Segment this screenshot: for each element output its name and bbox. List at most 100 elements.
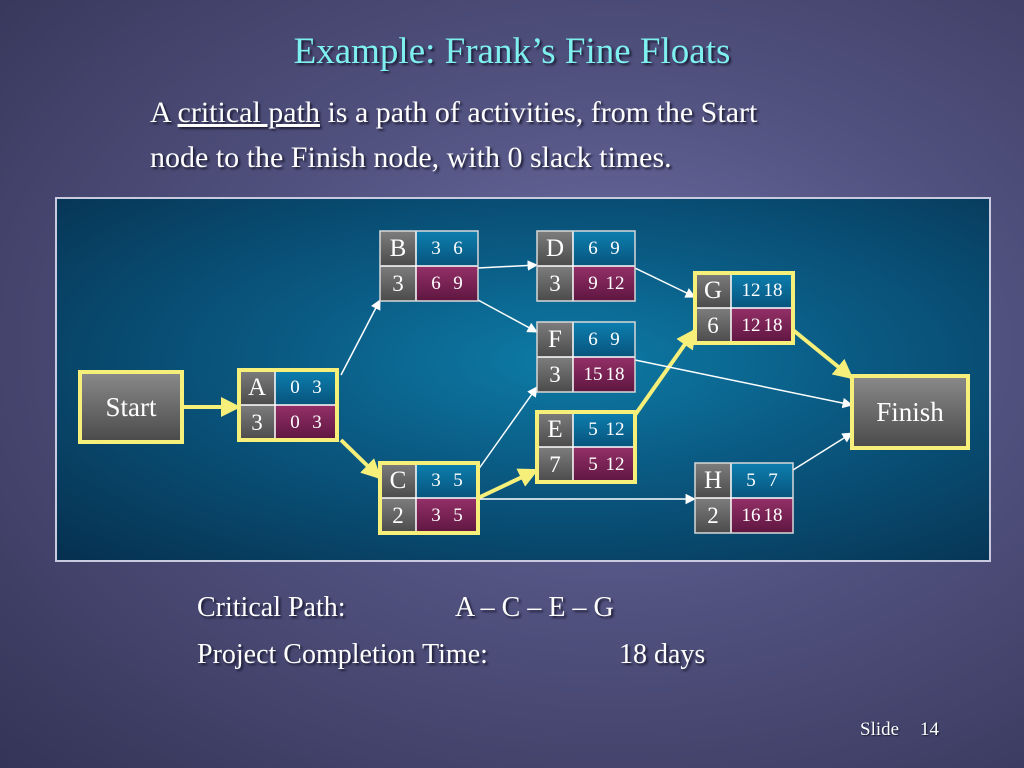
activity-h-late-start: 16 (742, 505, 761, 526)
activity-h-border (694, 462, 794, 534)
activity-h-late-cell (731, 498, 793, 533)
activity-a-early-cell (275, 370, 337, 405)
activity-g-border (693, 271, 795, 345)
activity-d-label: D (546, 235, 564, 262)
activity-c-duration: 2 (392, 503, 404, 528)
slide-number: 14 (920, 719, 939, 740)
activity-f-duration: 3 (549, 362, 561, 387)
activity-d-duration: 3 (549, 271, 561, 296)
activity-f-id-cell (537, 322, 573, 357)
intro-text: A critical path is a path of activities,… (150, 90, 930, 180)
activity-e-early-cell (573, 412, 635, 447)
activity-e-late-start: 5 (588, 454, 598, 475)
edge-c-e-critical (477, 468, 539, 500)
edge-f-finish (634, 359, 854, 409)
activity-a-late-finish: 3 (312, 412, 322, 433)
activity-e-label: E (547, 416, 562, 443)
activity-h-early-start: 5 (746, 470, 756, 491)
completion-time-label: Project Completion Time: (197, 639, 488, 670)
activity-b-early-cell (416, 231, 478, 266)
edge-e-g-critical (633, 328, 697, 417)
activity-c-label: C (390, 467, 407, 494)
activity-h-early-finish: 7 (768, 470, 778, 491)
activity-e-early-start: 5 (588, 419, 598, 440)
activity-h-early-cell (731, 463, 793, 498)
activity-b-id-cell (380, 231, 416, 266)
activity-c-late-cell (416, 498, 478, 533)
activity-c-late-finish: 5 (453, 505, 463, 526)
activity-d-late-start: 9 (588, 273, 598, 294)
start-node-box (78, 370, 184, 444)
activity-d-duration-cell (537, 266, 573, 301)
activity-f-late-cell (573, 357, 635, 392)
activity-c-duration-cell (380, 498, 416, 533)
edge-h-finish (792, 432, 853, 471)
activity-c-border (378, 461, 480, 535)
activity-e-duration: 7 (549, 452, 561, 477)
activity-g-early-start: 12 (742, 280, 761, 301)
activity-b-late-cell (416, 266, 478, 301)
activity-c-early-start: 3 (431, 470, 441, 491)
intro-term: critical path (177, 96, 320, 129)
network-diagram-panel (55, 197, 991, 562)
activity-g-late-finish: 18 (764, 315, 783, 336)
activity-g-id-cell (695, 273, 731, 308)
activity-b-border (379, 230, 479, 302)
edge-b-d (477, 260, 539, 271)
activity-b-late-start: 6 (431, 273, 441, 294)
activity-f-early-finish: 9 (610, 329, 620, 350)
activity-f-late-finish: 18 (606, 364, 625, 385)
intro-rest: is a path of activities, from the Start (319, 96, 758, 129)
activity-a-id-cell (239, 370, 275, 405)
activity-a-early-start: 0 (290, 377, 300, 398)
activity-g-duration-cell (695, 308, 731, 343)
activity-g-late-cell (731, 308, 793, 343)
activity-g-label: G (704, 277, 722, 304)
slide-label: Slide (860, 719, 900, 740)
activity-d-early-finish: 9 (610, 238, 620, 259)
activity-h-late-finish: 18 (764, 505, 783, 526)
activity-c-early-cell (416, 463, 478, 498)
activity-a-late-cell (275, 405, 337, 440)
slide-title: Example: Frank’s Fine Floats (293, 31, 731, 72)
activity-h-label: H (704, 467, 722, 494)
activity-h-duration: 2 (707, 503, 719, 528)
edge-b-f (477, 299, 538, 333)
activity-g-early-cell (731, 273, 793, 308)
activity-f-early-cell (573, 322, 635, 357)
edge-c-f (477, 386, 538, 471)
activity-a-duration-cell (239, 405, 275, 440)
finish-node-box (850, 374, 970, 450)
finish-node-label: Finish (876, 397, 944, 427)
activity-d-id-cell (537, 231, 573, 266)
activity-f-duration-cell (537, 357, 573, 392)
intro-prefix: A (150, 96, 178, 129)
edge-g-finish-critical (791, 328, 854, 380)
activity-a-border (237, 368, 339, 442)
activity-a-late-start: 0 (290, 412, 300, 433)
activity-c-late-start: 3 (431, 505, 441, 526)
activity-c-id-cell (380, 463, 416, 498)
activity-b-early-finish: 6 (453, 238, 463, 259)
intro-line2: node to the Finish node, with 0 slack ti… (150, 141, 672, 174)
activity-b-duration-cell (380, 266, 416, 301)
activity-e-late-finish: 12 (606, 454, 625, 475)
activity-d-late-finish: 12 (606, 273, 625, 294)
activity-e-id-cell (537, 412, 573, 447)
activity-b-early-start: 3 (431, 238, 441, 259)
activity-e-border (535, 410, 637, 484)
activity-g-late-start: 12 (742, 315, 761, 336)
activity-b-duration: 3 (392, 271, 404, 296)
activity-d-early-start: 6 (588, 238, 598, 259)
activity-c-early-finish: 5 (453, 470, 463, 491)
activity-g-duration: 6 (707, 313, 719, 338)
start-node-label: Start (106, 392, 157, 422)
activity-d-early-cell (573, 231, 635, 266)
